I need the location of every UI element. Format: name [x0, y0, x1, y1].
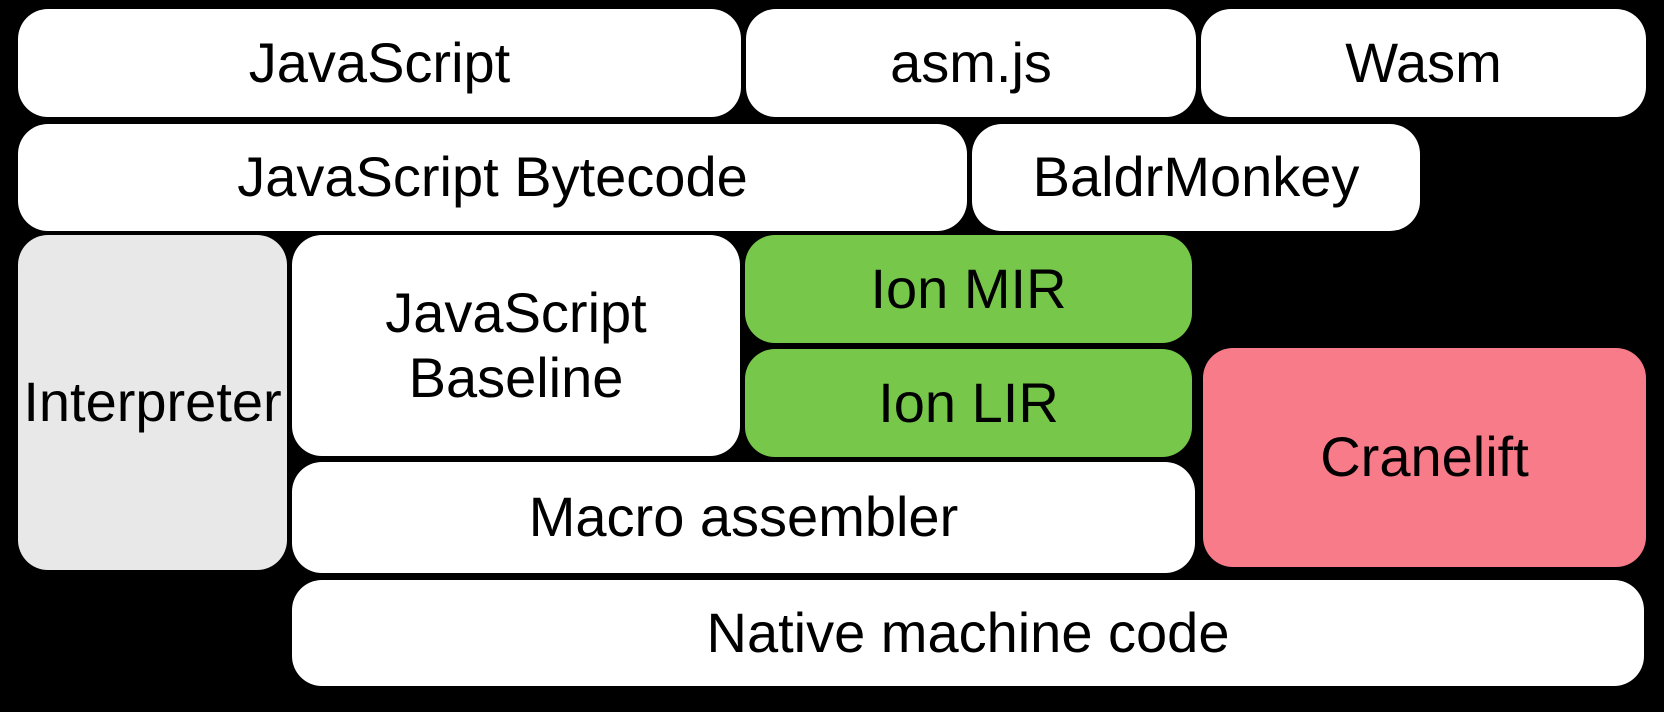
box-javascript-bytecode: JavaScript Bytecode	[18, 124, 967, 231]
box-javascript-bytecode-label: JavaScript Bytecode	[237, 145, 748, 209]
box-ion-mir: Ion MIR	[745, 235, 1192, 343]
box-javascript-baseline: JavaScript Baseline	[292, 235, 740, 456]
box-baldrmonkey-label: BaldrMonkey	[1032, 145, 1360, 209]
box-wasm: Wasm	[1201, 9, 1646, 117]
box-interpreter-label: Interpreter	[23, 370, 282, 434]
box-native-machine-code-label: Native machine code	[706, 600, 1230, 664]
box-baldrmonkey: BaldrMonkey	[972, 124, 1420, 231]
box-ion-lir: Ion LIR	[745, 349, 1192, 457]
box-ion-lir-label: Ion LIR	[878, 370, 1059, 434]
box-javascript: JavaScript	[18, 9, 741, 117]
box-ion-mir-label: Ion MIR	[870, 256, 1067, 320]
box-javascript-baseline-label: JavaScript Baseline	[385, 281, 647, 409]
box-javascript-label: JavaScript	[248, 30, 511, 94]
box-wasm-label: Wasm	[1345, 30, 1502, 94]
box-macro-assembler: Macro assembler	[292, 462, 1195, 573]
box-asmjs-label: asm.js	[890, 30, 1052, 94]
box-interpreter: Interpreter	[18, 235, 287, 570]
box-cranelift-label: Cranelift	[1320, 425, 1529, 489]
box-native-machine-code: Native machine code	[292, 580, 1644, 686]
box-asmjs: asm.js	[746, 9, 1196, 117]
box-cranelift: Cranelift	[1203, 348, 1646, 567]
box-macro-assembler-label: Macro assembler	[528, 485, 959, 549]
